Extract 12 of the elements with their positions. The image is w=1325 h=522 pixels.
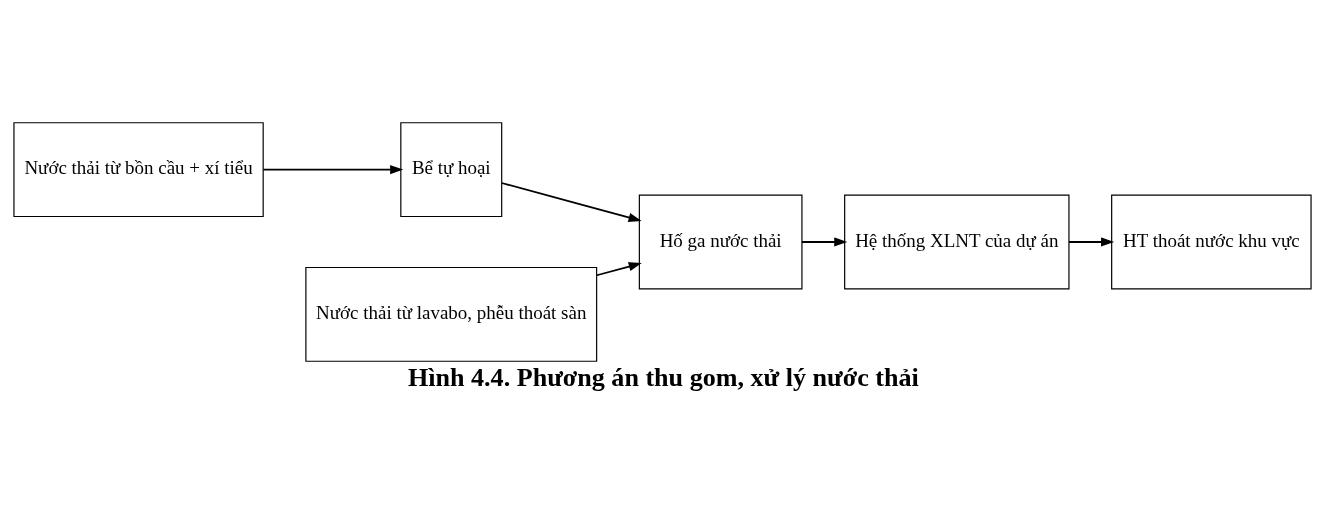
arrow [1068,237,1115,247]
arrow [262,165,404,175]
node-box: Nước thải từ lavabo, phễu thoát sàn [305,266,598,362]
caption: Hình 4.4. Phương án thu gom, xử lý nước thải [407,362,919,392]
node-box: Hệ thống XLNT của dự án [844,194,1070,290]
arrow [596,262,642,277]
arrow [500,182,642,222]
node-box: HT thoát nước khu vực [1111,194,1312,290]
node-box: Hố ga nước thải [638,194,803,290]
arrow [801,237,848,247]
node-box: Bể tự hoại [400,122,503,218]
node-box: Nước thải từ bồn cầu + xí tiểu [13,122,264,218]
